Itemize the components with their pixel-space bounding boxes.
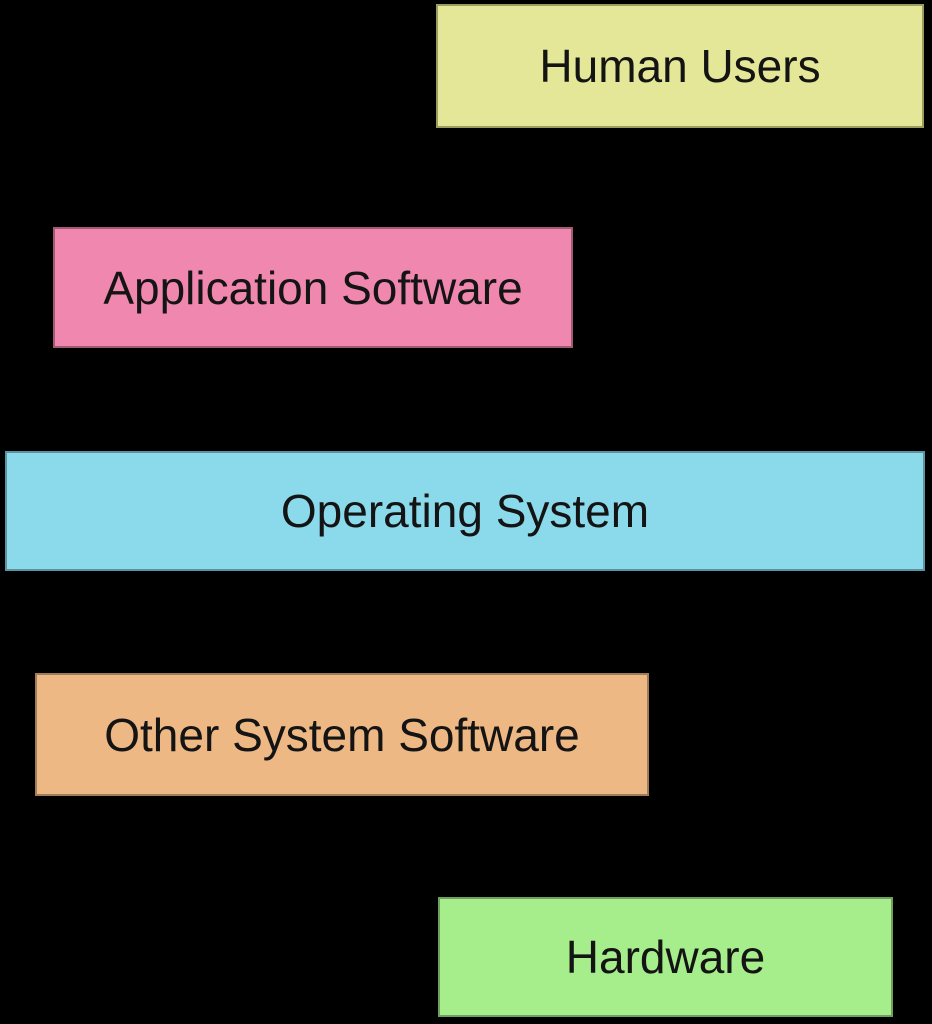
layer-box-hardware: Hardware <box>438 897 893 1017</box>
layer-box-other-system-software: Other System Software <box>35 673 649 796</box>
layer-box-operating-system: Operating System <box>5 451 925 571</box>
layer-box-application-software: Application Software <box>53 227 573 348</box>
layer-label-application-software: Application Software <box>103 261 523 314</box>
layer-label-human-users: Human Users <box>539 40 821 92</box>
layer-label-operating-system: Operating System <box>280 485 650 537</box>
layer-label-other-system-software: Other System Software <box>104 708 580 761</box>
layer-label-hardware: Hardware <box>565 931 766 983</box>
layer-box-human-users: Human Users <box>436 4 924 128</box>
